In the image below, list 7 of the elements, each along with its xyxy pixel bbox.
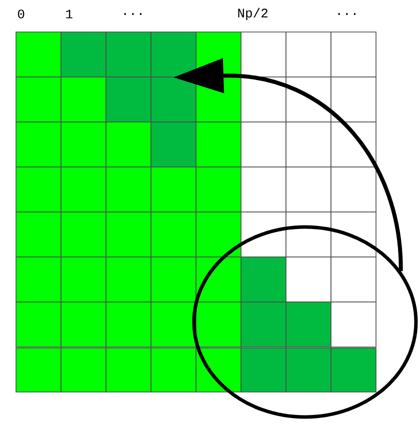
axis-label: ... xyxy=(338,13,356,15)
axis-label: Np/2 xyxy=(238,8,268,20)
axis-label: 1 xyxy=(66,10,72,18)
axis-label: ... xyxy=(124,13,142,15)
ellipse xyxy=(192,225,418,419)
axis-label: 0 xyxy=(18,10,24,18)
grid-cell xyxy=(150,32,196,78)
